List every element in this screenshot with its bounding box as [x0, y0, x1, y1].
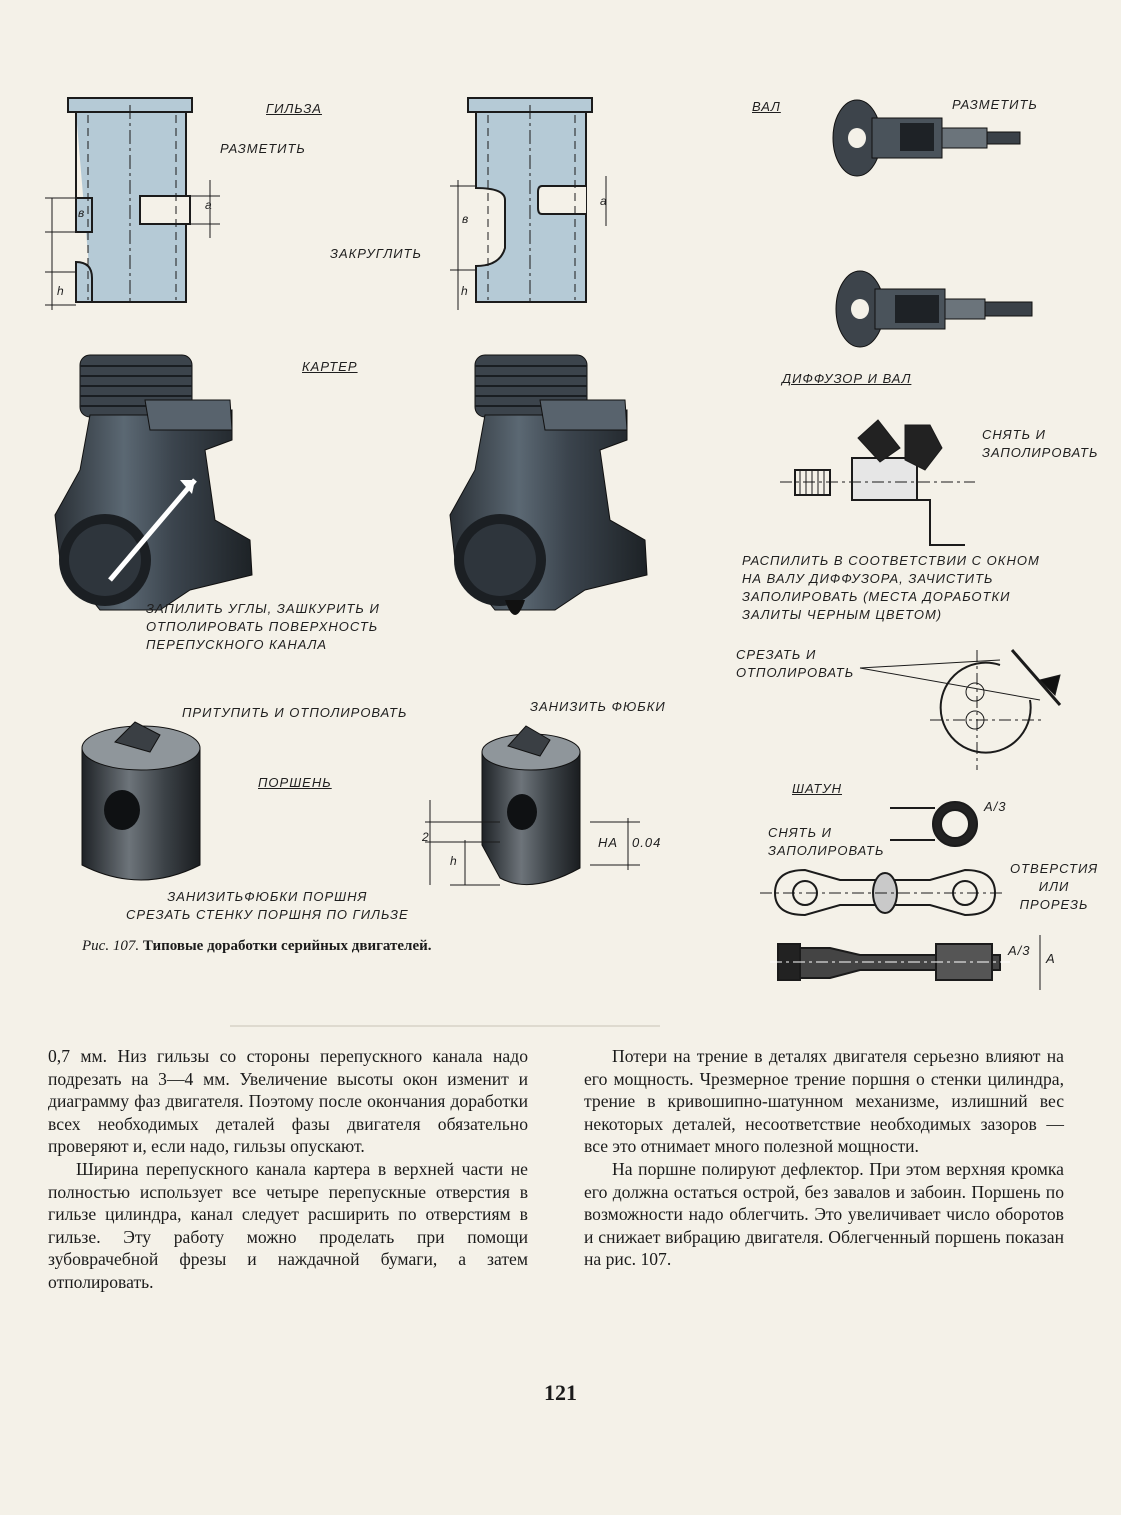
text-column-left: 0,7 мм. Низ гильзы со стороны перепускно…	[48, 1045, 528, 1294]
dim-h-right: h	[461, 284, 469, 298]
crankcase-right	[449, 354, 648, 615]
piston-left	[81, 721, 201, 881]
label-holes-slot: ОТВЕРСТИЯ ИЛИ ПРОРЕЗЬ	[1010, 861, 1099, 912]
dim-A: A	[1046, 951, 1056, 966]
dim-b-right: в	[462, 212, 470, 226]
crank-disc	[859, 649, 1062, 770]
dim-a3-top: A/3	[984, 799, 1007, 814]
label-diffuser-shaft: ДИФФУЗОР И ВАЛ	[782, 371, 912, 386]
conrod-top	[890, 801, 978, 847]
label-mark-2: РАЗМЕТИТЬ	[952, 97, 1038, 112]
label-blunt-polish: ПРИТУПИТЬ И ОТПОЛИРОВАТЬ	[182, 705, 408, 720]
dim-ha: НА	[598, 835, 619, 850]
paragraph-right-1: Потери на трение в деталях двигателя сер…	[584, 1046, 1064, 1157]
dim-004: 0.04	[632, 835, 662, 850]
label-conrod: ШАТУН	[792, 781, 842, 796]
figure-caption: Рис. 107. Типовые доработки серийных дви…	[82, 938, 432, 955]
dim-a-right: а	[600, 194, 608, 208]
label-lower-skirt-cut: ЗАНИЗИТЬФЮБКИ ПОРШНЯ СРЕЗАТЬ СТЕНКУ ПОРШ…	[126, 889, 409, 922]
conrod-side	[760, 868, 1005, 917]
label-remove-polish-2: СНЯТЬ И ЗАПОЛИРОВАТЬ	[768, 825, 885, 858]
conrod-front	[770, 935, 1041, 990]
label-piston: ПОРШЕНЬ	[258, 775, 332, 790]
diffuser-section	[780, 419, 975, 546]
dim-a3-front: A/3	[1008, 943, 1031, 958]
piston-right	[425, 725, 640, 886]
liner-right	[450, 97, 607, 310]
label-liner: ГИЛЬЗА	[266, 101, 322, 116]
label-mark-1: РАЗМЕТИТЬ	[220, 141, 306, 156]
dim-2: 2	[422, 830, 430, 844]
dim-b-left: в	[78, 206, 86, 220]
paragraph-left-2: Ширина перепускного канала картера в вер…	[48, 1158, 528, 1292]
label-cut-polish: СРЕЗАТЬ И ОТПОЛИРОВАТЬ	[736, 647, 855, 680]
paragraph-right-2: На поршне полируют дефлектор. При этом в…	[584, 1158, 1064, 1270]
label-round: ЗАКРУГЛИТЬ	[330, 246, 422, 261]
label-file-corners: ЗАПИЛИТЬ УГЛЫ, ЗАШКУРИТЬ И ОТПОЛИРОВАТЬ …	[146, 601, 380, 652]
dim-a-left: а	[205, 198, 213, 212]
dim-h-piston: h	[450, 854, 458, 868]
dim-h-left: h	[57, 284, 65, 298]
page-number: 121	[544, 1380, 577, 1405]
shaft-bottom	[835, 270, 1033, 348]
shaft-top	[832, 99, 1021, 177]
crankcase-left	[54, 354, 253, 611]
text-column-right: Потери на трение в деталях двигателя сер…	[584, 1045, 1064, 1271]
label-remove-polish-1: СНЯТЬ И ЗАПОЛИРОВАТЬ	[982, 427, 1099, 460]
label-crankcase: КАРТЕР	[302, 359, 358, 374]
caption-text: Типовые доработки серийных двигателей.	[142, 938, 432, 954]
caption-prefix: Рис. 107.	[82, 938, 140, 954]
label-shaft: ВАЛ	[752, 99, 781, 114]
label-lower-skirts: ЗАНИЗИТЬ ФЮБКИ	[530, 699, 666, 714]
label-file-diffuser: РАСПИЛИТЬ В СООТВЕТСТВИИ С ОКНОМ НА ВАЛУ…	[742, 553, 1040, 622]
liner-left	[45, 97, 220, 310]
paragraph-left-1: 0,7 мм. Низ гильзы со стороны перепускно…	[48, 1046, 528, 1157]
